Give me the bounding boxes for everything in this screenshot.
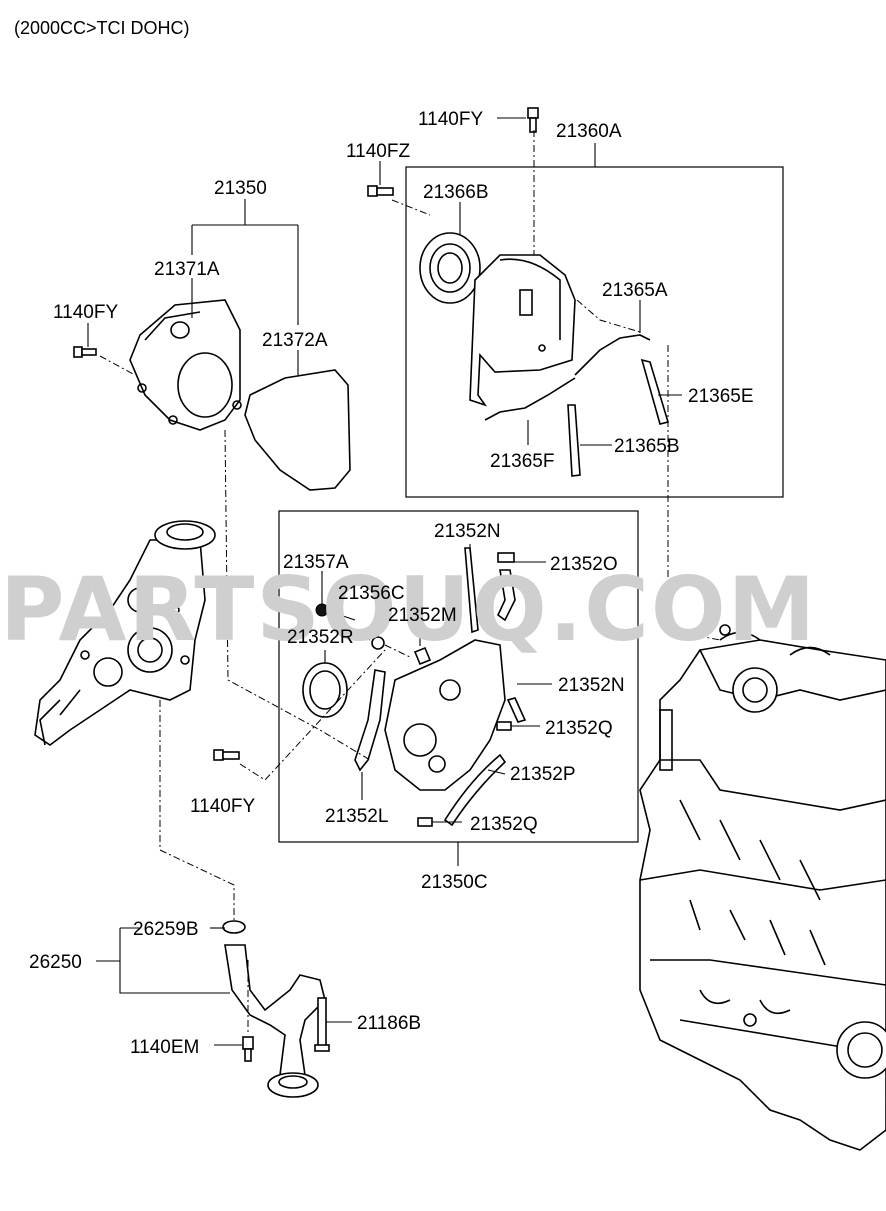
label-21366B: 21366B: [423, 182, 489, 203]
label-1140FY-top: 1140FY: [418, 109, 483, 130]
diagram-title: (2000CC>TCI DOHC): [14, 18, 190, 38]
bolt-1140FY-left-icon: [73, 346, 97, 358]
label-21365F: 21365F: [490, 451, 554, 472]
label-21365A: 21365A: [602, 280, 668, 301]
bolt-1140EM-icon: [242, 1036, 254, 1062]
engine-block-illustration: [639, 624, 886, 1151]
label-21352M: 21352M: [388, 605, 457, 626]
seal-21352O-icon: [497, 552, 515, 563]
label-21360A: 21360A: [556, 121, 622, 142]
assembly-dashed-lines: [99, 130, 721, 1035]
seal-21352Q-bottom-icon: [417, 817, 433, 827]
label-21352N-top: 21352N: [434, 521, 501, 542]
label-21365B: 21365B: [614, 436, 680, 457]
label-26250: 26250: [29, 952, 82, 973]
group-box-21360A: [405, 166, 784, 498]
stud-21186B-icon: [314, 997, 330, 1052]
label-26259B: 26259B: [133, 919, 199, 940]
label-21352N-mid: 21352N: [558, 675, 625, 696]
label-21350C: 21350C: [421, 872, 488, 893]
gasket-21372A-illustration: [244, 369, 351, 491]
timing-cover-21360A-illustration: [469, 254, 576, 407]
bolt-1140FY-bottom-icon: [213, 749, 240, 761]
guide-21365A-icon: [574, 334, 651, 376]
label-21356C: 21356C: [338, 583, 405, 604]
bolt-1140FZ-icon: [367, 185, 394, 197]
label-21350: 21350: [214, 178, 267, 199]
leader-lines: [87, 117, 682, 1046]
label-21357A: 21357A: [283, 552, 349, 573]
label-21352Q-mid: 21352Q: [545, 718, 613, 739]
gasket-21352N-top-icon: [464, 547, 479, 634]
oil-strainer-26250-illustration: [222, 920, 326, 1098]
gasket-21352P-icon: [443, 753, 507, 827]
label-21352O: 21352O: [550, 554, 618, 575]
label-21186B: 21186B: [357, 1013, 421, 1034]
label-21372A: 21372A: [262, 330, 328, 351]
pin-21352N-mid-icon: [506, 697, 527, 723]
watermark-text: PARTSOUQ.COM: [0, 558, 817, 661]
label-21352Q-bottom: 21352Q: [470, 814, 538, 835]
label-21352P: 21352P: [510, 764, 576, 785]
label-21365E: 21365E: [688, 386, 754, 407]
o-ring-26259B-icon: [222, 920, 246, 934]
label-21371A: 21371A: [154, 259, 220, 280]
lower-timing-cover-21350C-illustration: [384, 639, 506, 791]
gasket-21352L-icon: [354, 669, 386, 772]
label-21352R: 21352R: [287, 627, 354, 648]
upper-timing-cover-21371A-illustration: [129, 299, 242, 431]
bolt-1140FY-top-icon: [527, 107, 539, 133]
label-1140FY-bottom: 1140FY: [190, 796, 255, 817]
seal-21352Q-mid-icon: [496, 721, 512, 731]
rail-21365E-icon: [640, 358, 670, 425]
oil-pump-housing-illustration: [34, 520, 216, 746]
seal-21366B-icon: [419, 232, 481, 304]
label-1140FY-left: 1140FY: [53, 302, 118, 323]
label-1140EM: 1140EM: [130, 1037, 199, 1058]
rail-21365B-icon: [567, 404, 581, 477]
rail-21365F-icon: [484, 377, 576, 421]
label-1140FZ: 1140FZ: [346, 141, 410, 162]
label-21352L: 21352L: [325, 806, 388, 827]
gasket-21352N-curve-icon: [496, 569, 516, 622]
gasket-21352M-icon: [413, 646, 432, 666]
